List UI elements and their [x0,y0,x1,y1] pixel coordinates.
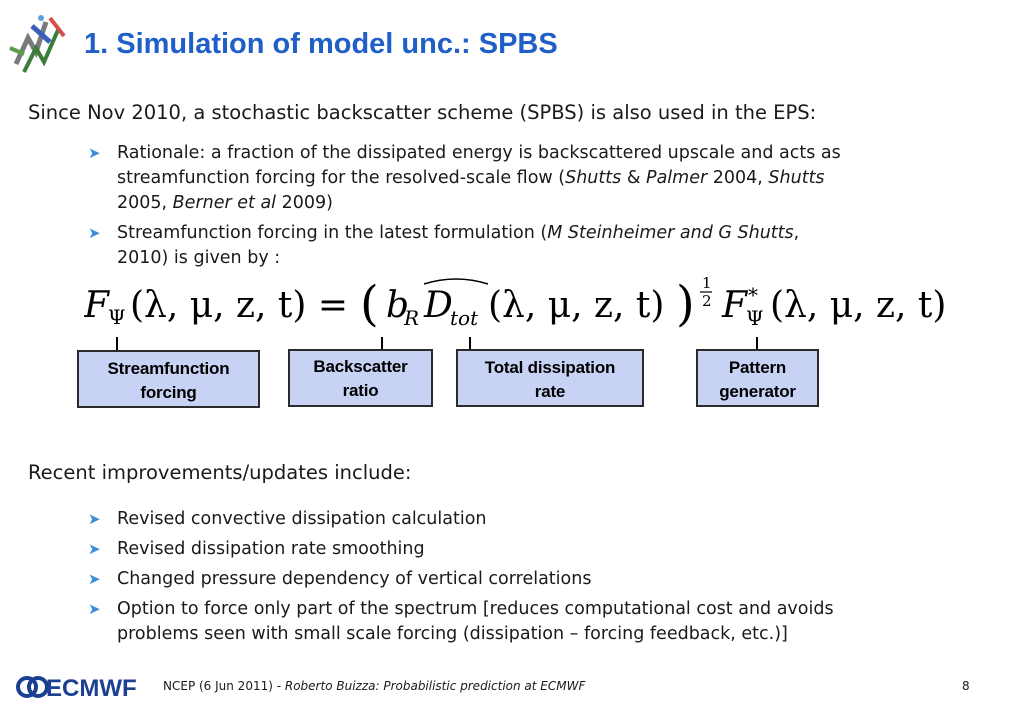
citation-author: Shutts [565,168,622,188]
bullet-improvement: ➤ Revised dissipation rate smoothing [88,537,992,562]
slide-title: 1. Simulation of model unc.: SPBS [84,28,558,60]
footer-event: NCEP (6 Jun 2011) - [163,679,285,693]
bullet-text: problems seen with small scale forcing (… [117,624,788,644]
citation-author: M Steinheimer and G Shutts [547,223,794,243]
connector-line [756,337,758,351]
bullet-text: streamfunction forcing for the resolved-… [117,166,825,191]
label-streamfunction-forcing: Streamfunction forcing [77,350,260,408]
bullet-text: Option to force only part of the spectru… [117,599,834,619]
text-span: 2005, [117,193,173,213]
svg-text:*: * [748,283,758,307]
svg-text:F: F [84,285,111,326]
svg-text:Ψ: Ψ [746,306,764,330]
logo-text: ECMWF [46,675,137,700]
svg-text:Ψ: Ψ [108,305,126,329]
label-line: forcing [140,383,197,402]
label-line: Total dissipation [484,358,616,377]
text-span: 2004, [707,168,769,188]
bullet-improvement: ➤ Option to force only part of the spect… [88,597,992,647]
label-line: rate [534,382,566,401]
label-line: ratio [342,381,379,400]
svg-text:D: D [423,285,453,326]
bullet-rationale: ➤ Rationale: a fraction of the dissipate… [88,141,992,216]
bullet-text: Revised convective dissipation calculati… [117,509,487,529]
text-span: Streamfunction forcing in the latest for… [117,223,548,243]
label-backscatter-ratio: Backscatter ratio [288,349,433,407]
connector-line [381,337,383,351]
label-line: Backscatter [313,357,408,376]
svg-text:tot: tot [450,306,479,330]
bullet-arrow-icon: ➤ [88,570,101,588]
bullet-arrow-icon: ➤ [88,224,101,242]
bullet-text: 2005, Berner et al 2009) [117,191,333,216]
citation-author: Berner et al [172,193,277,213]
label-line: Pattern [728,358,787,377]
spbs-forcing-equation: F Ψ (λ, μ, z, t) = ( b R D tot (λ, μ, z,… [84,274,946,332]
bullet-arrow-icon: ➤ [88,540,101,558]
svg-text:(λ, μ, z, t): (λ, μ, z, t) [488,285,664,326]
svg-text:(λ, μ, z, t): (λ, μ, z, t) [770,285,946,326]
citation-author: Palmer [646,168,708,188]
svg-text:F: F [721,285,749,326]
bullet-text: Revised dissipation rate smoothing [117,539,425,559]
label-line: generator [719,382,796,401]
ecmwf-swirl-logo-icon [9,15,66,73]
connector-line [116,337,118,351]
text-span: , [793,223,800,243]
label-line: Streamfunction [107,359,230,378]
svg-text:R: R [403,306,419,330]
svg-text:(: ( [360,276,379,332]
footer-citation: NCEP (6 Jun 2011) - Roberto Buizza: Prob… [163,679,585,693]
ecmwf-logo: ECMWF [16,675,137,700]
bullet-arrow-icon: ➤ [88,144,101,162]
bullet-arrow-icon: ➤ [88,600,101,618]
page-number: 8 [962,679,970,693]
svg-text:(λ, μ, z, t) =: (λ, μ, z, t) = [130,285,348,326]
bullet-improvement: ➤ Changed pressure dependency of vertica… [88,567,992,592]
text-span: 2009) [276,193,333,213]
bullet-arrow-icon: ➤ [88,510,101,528]
bullet-improvement: ➤ Revised convective dissipation calcula… [88,507,992,532]
connector-line [469,337,471,351]
bullet-formulation: ➤ Streamfunction forcing in the latest f… [88,221,992,271]
bullet-text: 2010) is given by : [117,248,281,268]
svg-text:): ) [676,276,695,332]
label-pattern-generator: Pattern generator [696,349,819,407]
text-span: & [621,168,647,188]
svg-text:2: 2 [702,292,712,310]
bullet-text: Changed pressure dependency of vertical … [117,569,592,589]
label-total-dissipation-rate: Total dissipation rate [456,349,644,407]
svg-text:b: b [386,285,409,326]
footer-talk-title: Roberto Buizza: Probabilistic prediction… [284,679,586,693]
text-span: streamfunction forcing for the resolved-… [117,168,566,188]
bullet-text: Rationale: a fraction of the dissipated … [117,143,841,163]
svg-text:1: 1 [702,274,712,292]
intro-text-improvements: Recent improvements/updates include: [28,461,412,484]
bullet-text: Streamfunction forcing in the latest for… [117,221,799,246]
citation-author: Shutts [768,168,825,188]
intro-text-spbs: Since Nov 2010, a stochastic backscatter… [28,101,817,124]
